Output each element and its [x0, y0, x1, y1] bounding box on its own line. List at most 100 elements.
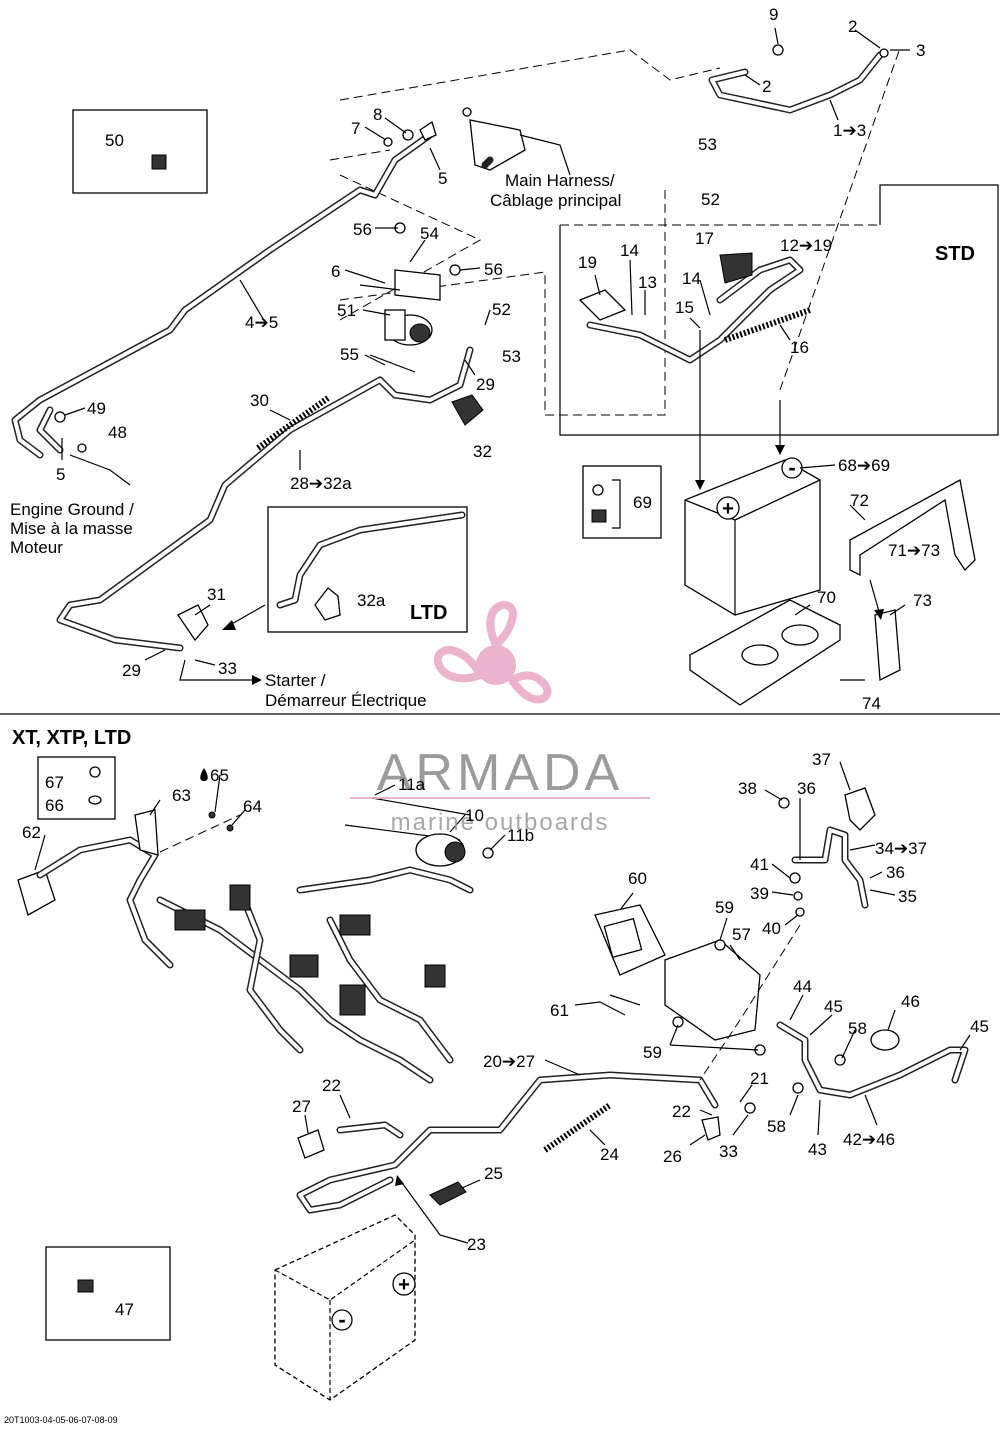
solenoid-10 [296, 797, 494, 894]
label-32: 32 [473, 442, 492, 461]
engine-ground-label: Engine Ground / [10, 500, 134, 519]
label-25: 25 [484, 1164, 503, 1183]
label-34-37: 34➔37 [875, 839, 927, 858]
label-19: 19 [578, 253, 597, 272]
label-40: 40 [762, 919, 781, 938]
label-33: 33 [218, 659, 237, 678]
watermark-title: ARMADA [377, 744, 623, 802]
label-6: 6 [331, 262, 340, 281]
propeller-logo [433, 601, 552, 704]
label-8: 8 [373, 105, 382, 124]
main-harness-assembly [156, 884, 454, 1084]
label-61: 61 [550, 1001, 569, 1020]
part-50-box [72, 109, 208, 194]
label-55: 55 [340, 345, 359, 364]
label-52: 52 [492, 300, 511, 319]
label-66: 66 [45, 796, 64, 815]
label-28-32a: 28➔32a [290, 474, 352, 493]
label-65: 65 [210, 766, 229, 785]
label-22: 22 [322, 1076, 341, 1095]
label-58: 58 [767, 1117, 786, 1136]
starter-cable-28-32a [56, 346, 474, 652]
cable-1-3 [708, 44, 889, 114]
label-31: 31 [207, 585, 226, 604]
assembly-outline [329, 47, 999, 436]
label-32a: 32a [357, 591, 386, 610]
ground-cable-4-5 [11, 131, 434, 459]
label-29: 29 [476, 375, 495, 394]
engine-ground-terminal [54, 411, 87, 453]
xt-section-title: XT, XTP, LTD [12, 727, 131, 749]
leader-lines [34, 27, 971, 1244]
cable-42-46 [776, 1021, 969, 1099]
footer-code: 20T1003-04-05-06-07-08-09 [4, 1415, 118, 1425]
label-51: 51 [337, 301, 356, 320]
label-10: 10 [465, 806, 484, 825]
ltd-section-title: LTD [410, 602, 447, 624]
label-57: 57 [732, 925, 751, 944]
label-59: 59 [643, 1043, 662, 1062]
label-2: 2 [848, 17, 857, 36]
solenoid-51 [359, 222, 461, 373]
label-17: 17 [695, 229, 714, 248]
label-64: 64 [243, 797, 262, 816]
label-70: 70 [817, 588, 836, 607]
battery-strap-71-73 [849, 479, 976, 682]
label-5: 5 [438, 169, 447, 188]
label-14: 14 [620, 241, 639, 260]
starter-label: Starter / [265, 671, 326, 690]
label-27: 27 [292, 1097, 311, 1116]
minus-terminal-xt: - [338, 1307, 345, 1332]
label-37: 37 [812, 750, 831, 769]
label-4-5: 4➔5 [245, 313, 278, 332]
label-71-73: 71➔73 [888, 541, 940, 560]
engine-ground-label-fr2: Moteur [10, 538, 63, 557]
label-62: 62 [22, 823, 41, 842]
label-11a: 11a [398, 775, 426, 794]
label-45: 45 [970, 1017, 989, 1036]
minus-terminal-std: - [788, 455, 795, 480]
label-39: 39 [750, 884, 769, 903]
armada-watermark: ARMADA marine outboards [350, 601, 650, 836]
label-13: 13 [638, 273, 657, 292]
callout-labels: 9 2 3 2 1➔3 8 7 5 50 Main Harness/ Câbla… [4, 5, 989, 1425]
std-section-title: STD [935, 243, 975, 265]
label-69: 69 [633, 493, 652, 512]
label-22: 22 [672, 1102, 691, 1121]
label-42-46: 42➔46 [843, 1130, 895, 1149]
label-29: 29 [122, 661, 141, 680]
battery-tray-70 [688, 599, 842, 706]
label-21: 21 [750, 1069, 769, 1088]
terminal-cover-32 [451, 394, 484, 426]
label-68-69: 68➔69 [838, 456, 890, 475]
battery-68 [684, 457, 821, 616]
label-60: 60 [628, 869, 647, 888]
label-35: 35 [898, 887, 917, 906]
watermark-subtitle: marine outboards [391, 809, 610, 836]
module-57-with-bracket-60 [594, 904, 766, 1056]
part-66-67-box [37, 756, 116, 820]
std-cable-12-19 [578, 252, 811, 364]
cable-34-37 [778, 787, 876, 917]
label-58: 58 [848, 1019, 867, 1038]
label-9: 9 [769, 5, 778, 24]
plus-terminal-std: + [722, 498, 734, 520]
hardware-7-8 [383, 120, 437, 147]
label-33: 33 [719, 1142, 738, 1161]
label-41: 41 [750, 855, 769, 874]
wiring-harness-62 [17, 809, 241, 969]
label-36: 36 [797, 779, 816, 798]
label-20-27: 20➔27 [483, 1052, 535, 1071]
starter-label-fr: Démarreur Électrique [265, 691, 427, 710]
label-53: 53 [502, 347, 521, 366]
label-24: 24 [600, 1145, 619, 1164]
label-48: 48 [108, 423, 127, 442]
label-45: 45 [824, 997, 843, 1016]
label-46: 46 [901, 992, 920, 1011]
main-harness-connector [462, 107, 526, 171]
label-56: 56 [484, 260, 503, 279]
label-56: 56 [353, 220, 372, 239]
main-harness-label-fr: Câblage principal [490, 191, 621, 210]
part-47-box [45, 1246, 171, 1341]
